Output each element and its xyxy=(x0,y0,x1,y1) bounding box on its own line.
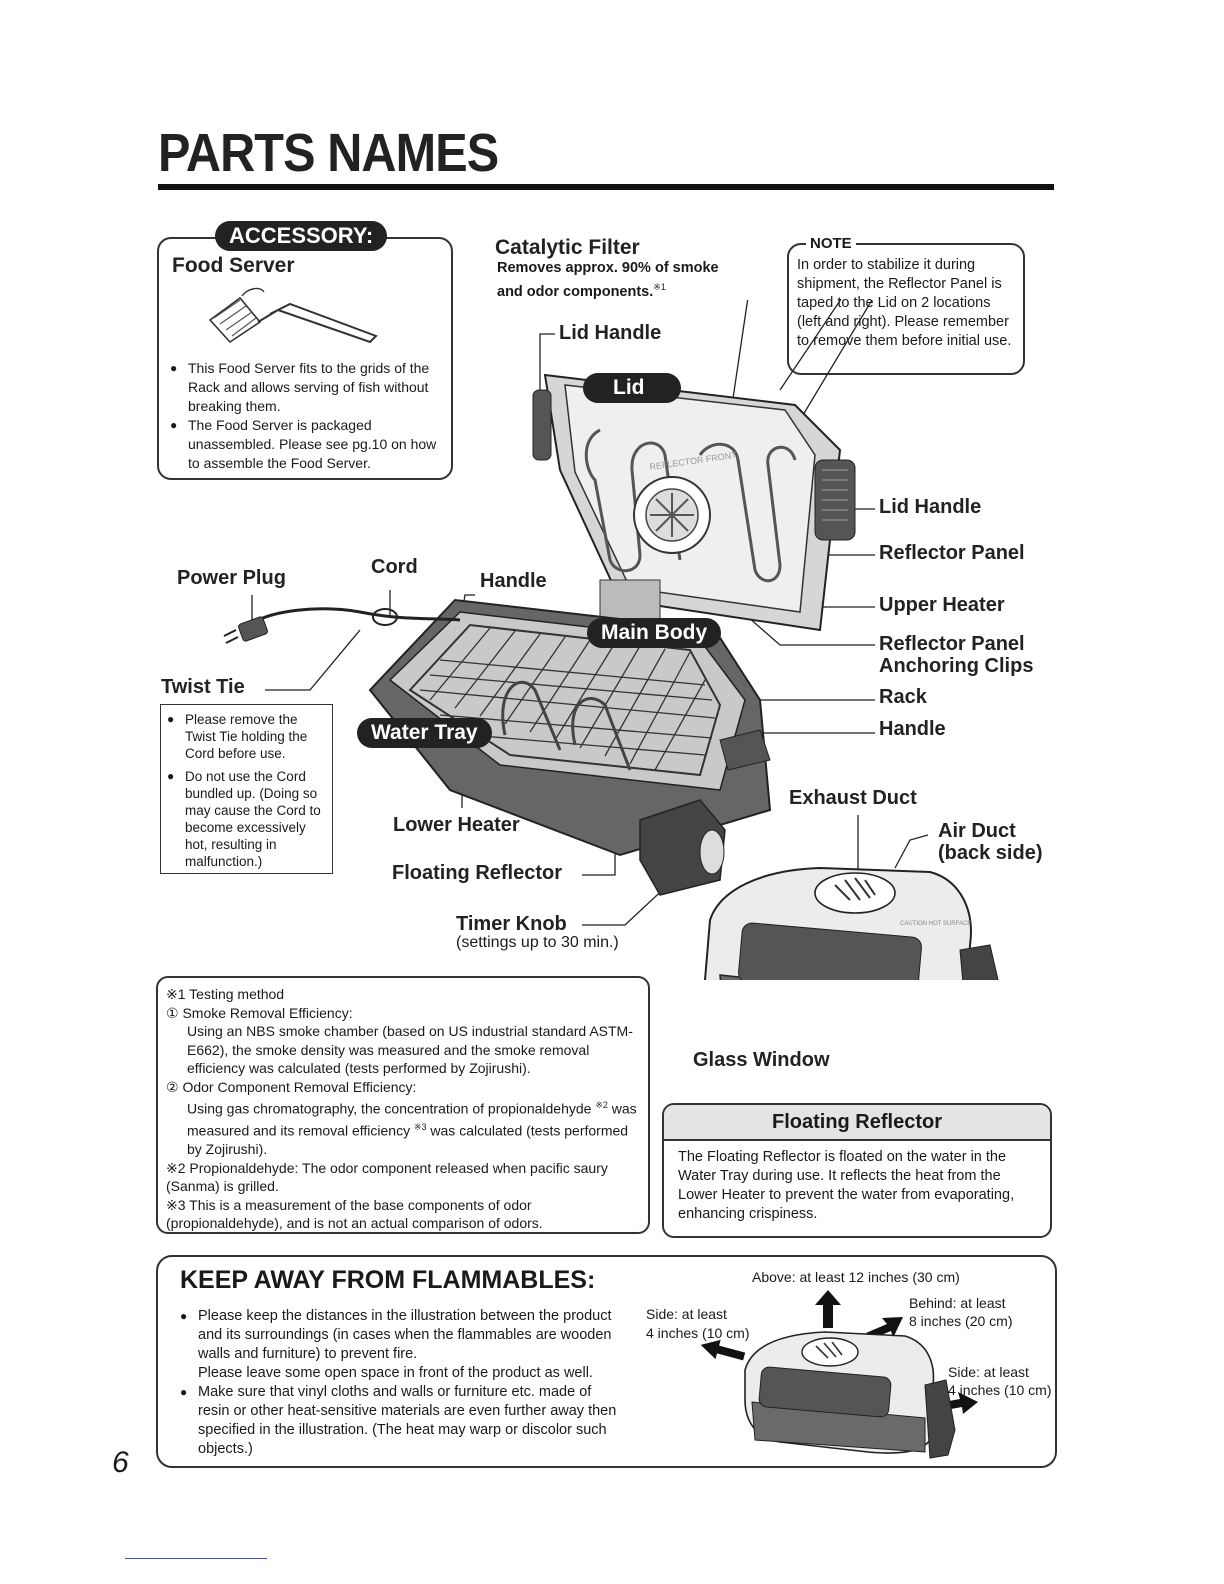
floating-reflector-box: Floating Reflector The Floating Reflecto… xyxy=(662,1103,1052,1238)
note-heading: NOTE xyxy=(806,235,856,252)
label-handle-right: Handle xyxy=(879,718,946,740)
label-air-duct-2: (back side) xyxy=(938,842,1043,864)
label-reflector-panel: Reflector Panel xyxy=(879,542,1025,564)
footer-link-rule xyxy=(125,1558,267,1559)
title-rule xyxy=(158,184,1054,190)
flammables-heading: KEEP AWAY FROM FLAMMABLES: xyxy=(180,1266,596,1294)
label-anchoring-clips-1: Reflector Panel xyxy=(879,633,1025,655)
label-lower-heater: Lower Heater xyxy=(393,814,520,836)
clearance-side-right-1: Side: at least xyxy=(948,1364,1029,1380)
catalytic-filter-line1: Removes approx. 90% of smoke xyxy=(497,260,719,276)
clearance-illustration xyxy=(700,1290,978,1459)
label-power-plug: Power Plug xyxy=(177,567,286,589)
page-number: 6 xyxy=(112,1446,129,1479)
floating-reflector-heading: Floating Reflector xyxy=(664,1105,1050,1141)
footnote-mark: ※2 xyxy=(595,1100,608,1110)
footnotes-content: ※1 Testing method ① Smoke Removal Effici… xyxy=(166,985,646,1233)
accessory-badge: ACCESSORY: xyxy=(215,221,388,251)
footnote-1a-title: ① Smoke Removal Efficiency: xyxy=(166,1004,353,1021)
food-server-illustration xyxy=(208,287,378,344)
accessory-bullet: This Food Server fits to the grids of th… xyxy=(170,359,445,416)
footnote-1b-text: Using gas chromatography, the concentrat… xyxy=(166,1096,646,1159)
label-lid-handle-right: Lid Handle xyxy=(879,496,982,518)
footnote-1b-text-part: was calculated (tests performed by Zojir… xyxy=(187,1122,629,1158)
food-server-heading: Food Server xyxy=(172,254,295,277)
label-floating-reflector: Floating Reflector xyxy=(392,862,563,884)
footnote-1a-text: Using an NBS smoke chamber (based on US … xyxy=(187,1023,633,1076)
main-body-badge: Main Body xyxy=(587,618,722,648)
clearance-side-right-2: 4 inches (10 cm) xyxy=(948,1382,1052,1398)
footnote-1-title: ※1 Testing method xyxy=(166,986,285,1002)
label-air-duct-1: Air Duct xyxy=(938,820,1016,842)
flammables-bullet: Make sure that vinyl cloths and walls or… xyxy=(180,1383,620,1459)
label-anchoring-clips-2: Anchoring Clips xyxy=(879,655,1034,677)
note-text: In order to stabilize it during shipment… xyxy=(797,257,1012,349)
clearance-behind-1: Behind: at least xyxy=(909,1295,1006,1311)
page-title: PARTS NAMES xyxy=(158,123,499,183)
label-timer-knob: Timer Knob xyxy=(456,913,567,935)
label-cord: Cord xyxy=(371,556,418,578)
flammables-bullets: Please keep the distances in the illustr… xyxy=(180,1307,620,1459)
label-handle-top: Handle xyxy=(480,570,547,592)
clearance-side-left-1: Side: at least xyxy=(646,1306,727,1322)
label-glass-window: Glass Window xyxy=(693,1049,830,1071)
lid-badge: Lid xyxy=(583,373,681,403)
water-tray-badge: Water Tray xyxy=(357,718,492,748)
floating-reflector-text: The Floating Reflector is floated on the… xyxy=(678,1149,1015,1222)
accessory-bullets: This Food Server fits to the grids of th… xyxy=(170,359,445,473)
footnote-1b-text-part: Using gas chromatography, the concentrat… xyxy=(187,1100,592,1117)
twist-tie-note: Do not use the Cord bundled up. (Doing s… xyxy=(167,768,328,870)
footnote-1b-title: ② Odor Component Removal Efficiency: xyxy=(166,1078,417,1095)
flammables-box xyxy=(156,1255,1057,1468)
accessory-bullet: The Food Server is packaged unassembled.… xyxy=(170,416,445,473)
catalytic-filter-line2: and odor components.※1 xyxy=(497,282,666,300)
label-timer-note: (settings up to 30 min.) xyxy=(456,934,619,951)
clearance-above: Above: at least 12 inches (30 cm) xyxy=(752,1269,960,1285)
footnote-mark: ※3 xyxy=(413,1122,427,1133)
caution-text: CAUTION HOT SURFACE xyxy=(900,921,971,927)
label-exhaust-duct: Exhaust Duct xyxy=(789,787,917,809)
note-box xyxy=(787,243,1025,375)
footnote-mark: ※1 xyxy=(653,282,666,292)
flammables-bullet-extra: Please leave some open space in front of… xyxy=(198,1365,593,1381)
twist-tie-notes-box: Please remove the Twist Tie holding the … xyxy=(160,704,333,874)
clearance-behind-2: 8 inches (20 cm) xyxy=(909,1313,1013,1329)
footnote-2: ※2 Propionaldehyde: The odor component r… xyxy=(166,1159,608,1195)
footnote-3: ※3 This is a measurement of the base com… xyxy=(166,1196,543,1232)
footnote-1b-text-part: was measured and its removal efficiency xyxy=(187,1100,637,1139)
twist-tie-note: Please remove the Twist Tie holding the … xyxy=(167,711,328,762)
flammables-bullet: Please keep the distances in the illustr… xyxy=(180,1307,620,1364)
label-lid-handle-top: Lid Handle xyxy=(559,322,662,344)
label-twist-tie: Twist Tie xyxy=(161,676,245,698)
catalytic-filter-heading: Catalytic Filter xyxy=(495,236,640,259)
label-rack: Rack xyxy=(879,686,927,708)
footnotes-box xyxy=(156,976,650,1234)
label-upper-heater: Upper Heater xyxy=(879,594,1005,616)
clearance-side-left-2: 4 inches (10 cm) xyxy=(646,1325,750,1341)
catalytic-filter-line2-text: and odor components. xyxy=(497,283,654,300)
